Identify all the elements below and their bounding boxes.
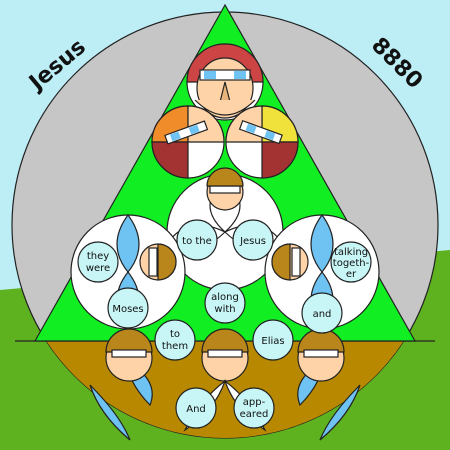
bottom-right-face xyxy=(297,328,361,441)
word-moses: Moses xyxy=(107,287,149,329)
svg-text:Jesus: Jesus xyxy=(239,236,266,247)
svg-text:Elias: Elias xyxy=(261,336,284,347)
word-jesus: Jesus xyxy=(232,219,274,261)
svg-text:to: to xyxy=(170,329,180,340)
word-and-lower: And xyxy=(175,387,217,429)
svg-text:eared: eared xyxy=(240,409,269,420)
word-talking-together: talking togeth- er xyxy=(330,241,372,283)
svg-text:talking: talking xyxy=(334,247,368,258)
word-they-were: they were xyxy=(77,241,119,283)
svg-text:er: er xyxy=(346,269,357,280)
svg-text:And: And xyxy=(186,404,206,415)
svg-text:they: they xyxy=(87,251,109,262)
svg-text:along: along xyxy=(211,292,239,303)
right-face-medallion xyxy=(225,105,299,179)
word-elias: Elias xyxy=(252,319,294,361)
svg-text:them: them xyxy=(162,341,188,352)
word-and-upper: and xyxy=(301,292,343,334)
svg-text:were: were xyxy=(86,263,110,274)
svg-text:and: and xyxy=(313,309,332,320)
svg-text:app-: app- xyxy=(243,397,266,408)
left-face-medallion xyxy=(151,105,225,179)
word-appeared: app- eared xyxy=(233,387,275,429)
svg-text:with: with xyxy=(214,304,235,315)
top-face-medallion xyxy=(186,43,264,121)
svg-text:togeth-: togeth- xyxy=(333,258,370,269)
svg-text:to the: to the xyxy=(182,236,212,247)
word-to-them: to them xyxy=(154,319,196,361)
word-to-the: to the xyxy=(176,219,218,261)
word-along-with: along with xyxy=(204,282,246,324)
svg-text:Moses: Moses xyxy=(112,304,143,315)
bottom-left-face xyxy=(89,328,153,441)
